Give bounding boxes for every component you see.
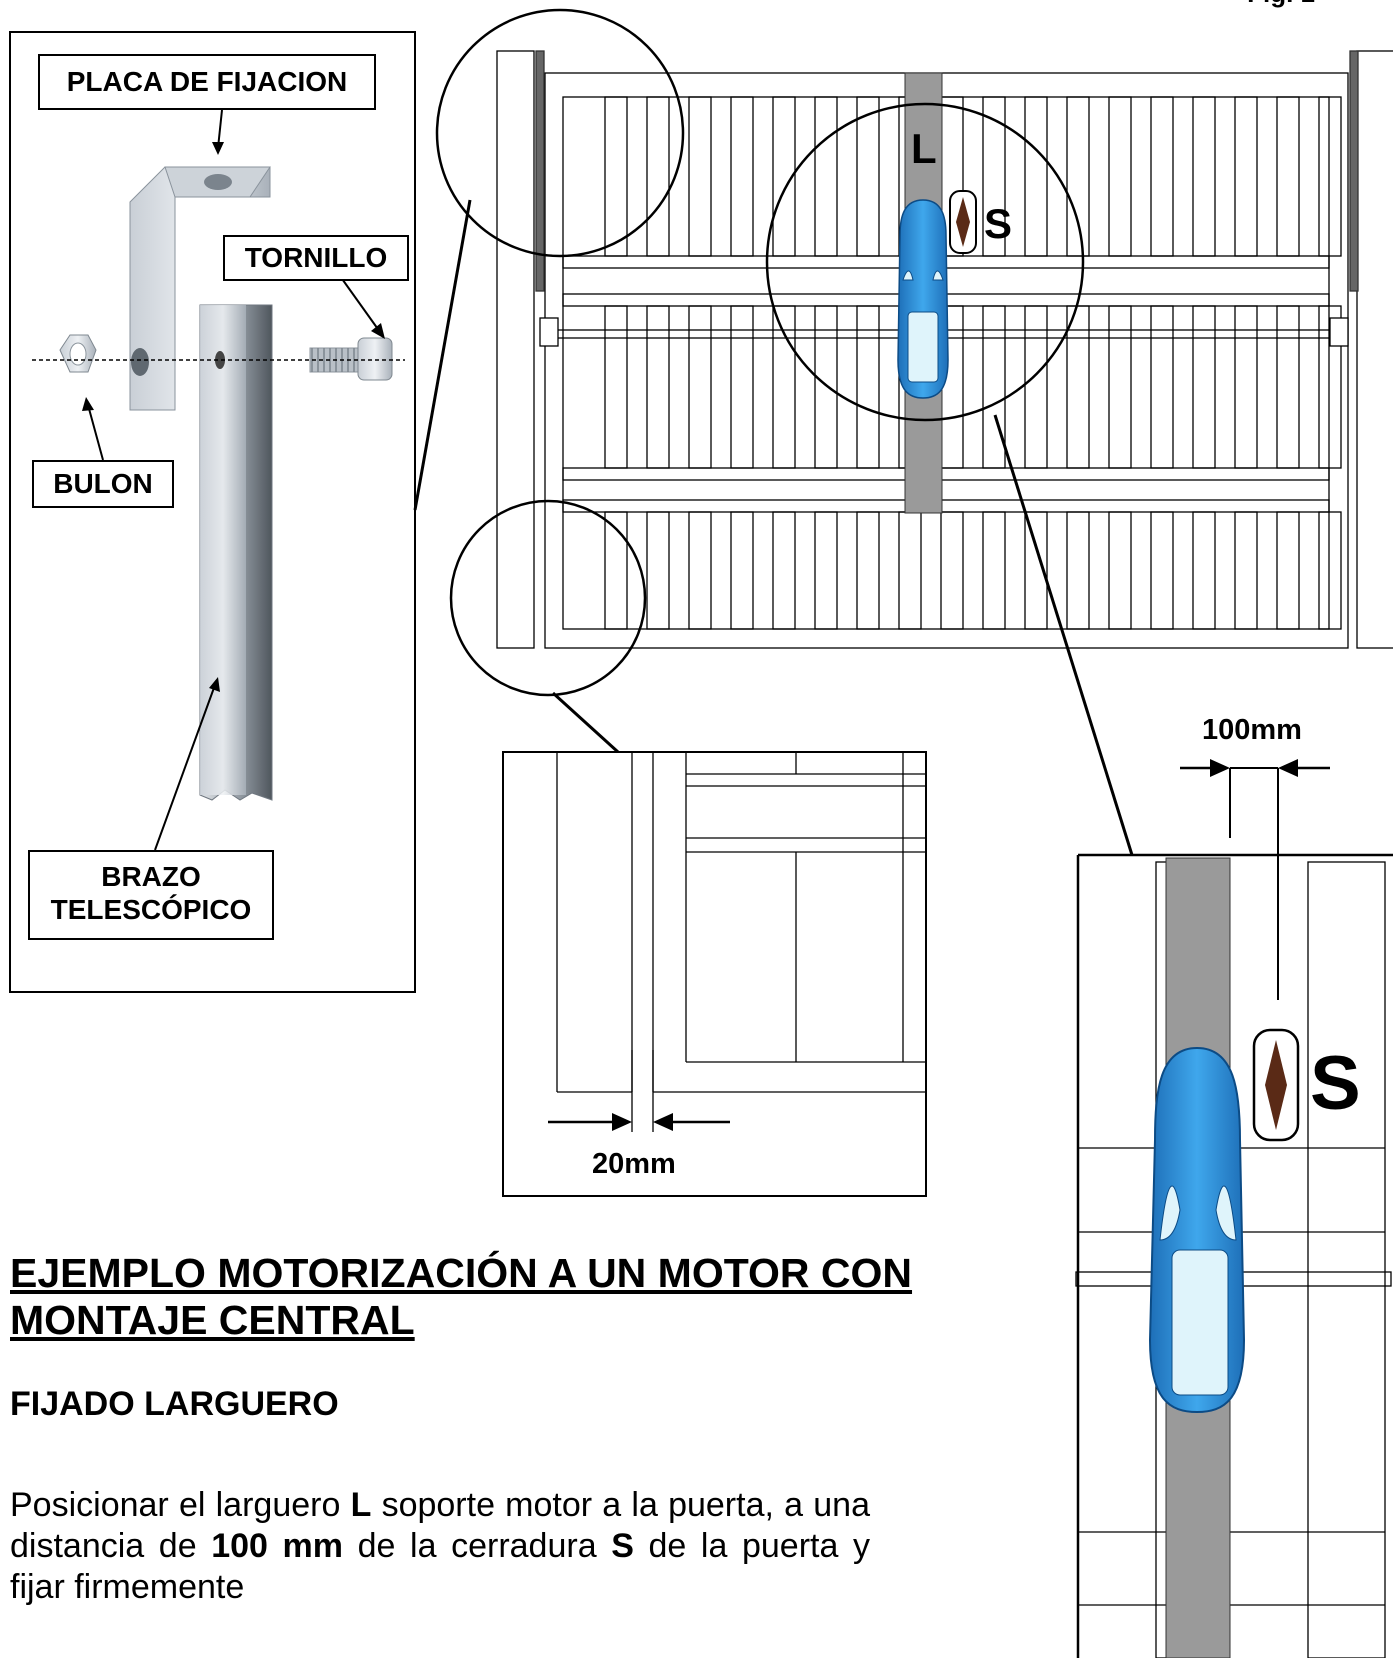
screw-image bbox=[309, 337, 393, 381]
gate-picket bbox=[982, 305, 1006, 469]
section-subtitle: FIJADO LARGUERO bbox=[10, 1385, 339, 1423]
dim-100mm: 100mm bbox=[1202, 714, 1302, 746]
gate-picket bbox=[604, 96, 628, 257]
gate-picket bbox=[1066, 96, 1090, 257]
label-brazo: BRAZO TELESCÓPICO bbox=[28, 850, 274, 940]
dim-20mm: 20mm bbox=[592, 1148, 676, 1180]
gate-picket bbox=[730, 96, 754, 257]
gate-picket bbox=[1318, 305, 1342, 469]
gate-picket bbox=[688, 96, 712, 257]
gate-picket bbox=[646, 96, 670, 257]
figure-label: Fig. 1 bbox=[1247, 0, 1315, 9]
gate-picket bbox=[1276, 511, 1300, 630]
gate-picket bbox=[814, 511, 838, 630]
center-detail-circle bbox=[765, 102, 1085, 422]
marker-l: L bbox=[911, 125, 937, 172]
gate-picket bbox=[1192, 305, 1216, 469]
gate-picket bbox=[1318, 511, 1342, 630]
gap-detail bbox=[502, 751, 927, 1197]
motor-small bbox=[897, 199, 949, 399]
gate-picket bbox=[646, 305, 670, 469]
bottom-detail-circle bbox=[449, 499, 647, 697]
gate-picket bbox=[730, 511, 754, 630]
gate-picket bbox=[1024, 511, 1048, 630]
gate-picket bbox=[1276, 305, 1300, 469]
gate-picket bbox=[1234, 96, 1258, 257]
gate-picket bbox=[1234, 511, 1258, 630]
nut-image bbox=[59, 334, 97, 373]
gate-picket bbox=[1192, 511, 1216, 630]
label-placa: PLACA DE FIJACION bbox=[38, 54, 376, 110]
instruction-paragraph: Posicionar el larguero L soporte motor a… bbox=[10, 1486, 870, 1606]
gate-picket bbox=[856, 96, 880, 257]
gate-picket bbox=[1150, 511, 1174, 630]
marker-s-detail: S bbox=[1310, 1041, 1361, 1126]
gate-picket bbox=[1066, 511, 1090, 630]
gate-picket bbox=[1108, 511, 1132, 630]
gate-picket bbox=[1108, 305, 1132, 469]
gate-picket bbox=[604, 511, 628, 630]
gate-picket bbox=[604, 305, 628, 469]
gate-picket bbox=[1234, 305, 1258, 469]
parts-panel bbox=[9, 31, 416, 993]
gate-picket bbox=[1024, 96, 1048, 257]
gate-picket bbox=[772, 305, 796, 469]
page-title: EJEMPLO MOTORIZACIÓN A UN MOTOR CON MONT… bbox=[10, 1250, 913, 1343]
gate-picket bbox=[1318, 96, 1342, 257]
label-brazo-line2: TELESCÓPICO bbox=[50, 894, 252, 925]
gate-picket bbox=[814, 96, 838, 257]
gate-picket bbox=[940, 511, 964, 630]
gate-picket bbox=[1024, 305, 1048, 469]
label-bulon: BULON bbox=[32, 460, 174, 508]
gate-picket bbox=[856, 305, 880, 469]
telescopic-arm-image bbox=[199, 304, 273, 801]
gate-picket bbox=[1276, 96, 1300, 257]
gate-picket bbox=[688, 511, 712, 630]
label-brazo-line1: BRAZO bbox=[101, 861, 201, 892]
gate-picket bbox=[1108, 96, 1132, 257]
gate-picket bbox=[982, 511, 1006, 630]
gate-picket bbox=[772, 511, 796, 630]
gate-picket bbox=[856, 511, 880, 630]
gate-picket bbox=[646, 511, 670, 630]
gate-picket bbox=[1150, 96, 1174, 257]
gate-picket bbox=[1192, 96, 1216, 257]
gate-picket bbox=[1150, 305, 1174, 469]
gate-picket bbox=[730, 305, 754, 469]
gate-picket bbox=[772, 96, 796, 257]
label-tornillo: TORNILLO bbox=[223, 235, 409, 281]
gate-drawing bbox=[496, 50, 1393, 649]
gate-picket bbox=[982, 96, 1006, 257]
motor-large bbox=[1148, 1046, 1246, 1414]
marker-s: S bbox=[984, 200, 1013, 247]
gate-picket bbox=[814, 305, 838, 469]
gate-picket bbox=[688, 305, 712, 469]
corner-detail-circle bbox=[435, 8, 685, 258]
gate-picket bbox=[898, 511, 922, 630]
fixing-plate-image bbox=[129, 166, 271, 411]
